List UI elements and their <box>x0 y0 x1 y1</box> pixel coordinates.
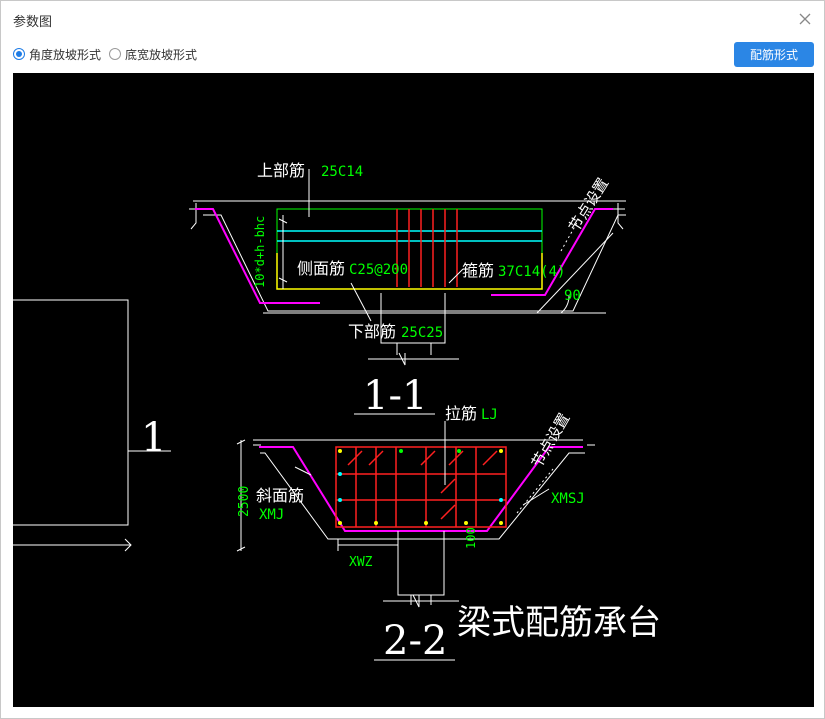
section-2-2-drawing <box>236 421 595 661</box>
label-node-setting-2: 节点设置 <box>528 410 574 471</box>
label-tie-bar: 拉筋 <box>445 404 477 423</box>
drawing-labels: 上部筋 25C14 节点设置 10*d+h-bhc 侧面筋 C25@200 箍筋… <box>141 161 661 664</box>
label-top-bar: 上部筋 <box>257 161 305 180</box>
radio-angle-slope-label: 角度放坡形式 <box>29 47 102 62</box>
left-marker-label: 1 <box>141 415 166 461</box>
stirrups-1-1 <box>396 209 458 287</box>
label-xwz: XWZ <box>349 555 373 570</box>
label-stirrup-value: 37C14(4) <box>498 264 565 280</box>
label-height-dim: 10*d+h-bhc <box>253 216 267 288</box>
cad-drawing: 上部筋 25C14 节点设置 10*d+h-bhc 侧面筋 C25@200 箍筋… <box>13 161 661 664</box>
section-1-1-drawing <box>189 169 626 415</box>
radio-angle-slope[interactable]: 角度放坡形式 <box>13 46 101 63</box>
rebar-dots <box>338 449 503 525</box>
section-2-2-title: 2-2 <box>383 618 447 664</box>
label-side-bar-value: C25@200 <box>349 262 408 278</box>
close-icon[interactable] <box>797 11 813 27</box>
title-bar: 参数图 <box>1 1 824 37</box>
label-bottom-bar-value: 25C25 <box>401 325 443 341</box>
label-stirrup: 箍筋 <box>462 261 494 280</box>
dialog-title: 参数图 <box>13 14 53 29</box>
label-bottom-bar: 下部筋 <box>348 322 396 341</box>
slope-form-options: 角度放坡形式 底宽放坡形式 <box>13 45 205 63</box>
label-slope-bar: 斜面筋 <box>256 486 304 505</box>
label-xmsj: XMSJ <box>551 491 585 507</box>
label-depth-dim: 2500 <box>237 486 252 517</box>
label-tie-bar-value: LJ <box>481 407 498 423</box>
label-dim-100: 100 <box>464 527 478 549</box>
rebar-form-button[interactable]: 配筋形式 <box>734 42 814 67</box>
label-angle: 90 <box>564 288 581 304</box>
section-1-1-title: 1-1 <box>363 373 427 419</box>
radio-bottom-width-slope[interactable]: 底宽放坡形式 <box>109 46 197 63</box>
label-top-bar-value: 25C14 <box>321 164 363 180</box>
drawing-caption: 梁式配筋承台 <box>457 603 661 643</box>
label-slope-bar-value: XMJ <box>259 507 284 523</box>
radio-angle-slope-indicator[interactable] <box>13 48 25 60</box>
left-reference-box <box>13 299 171 552</box>
label-side-bar: 侧面筋 <box>297 259 345 278</box>
rebar-cage-2-2 <box>335 446 507 528</box>
label-node-setting-1: 节点设置 <box>565 175 612 235</box>
radio-bottom-width-slope-label: 底宽放坡形式 <box>125 47 198 62</box>
drawing-canvas: 上部筋 25C14 节点设置 10*d+h-bhc 侧面筋 C25@200 箍筋… <box>13 73 814 707</box>
radio-bottom-width-slope-indicator[interactable] <box>109 48 122 60</box>
